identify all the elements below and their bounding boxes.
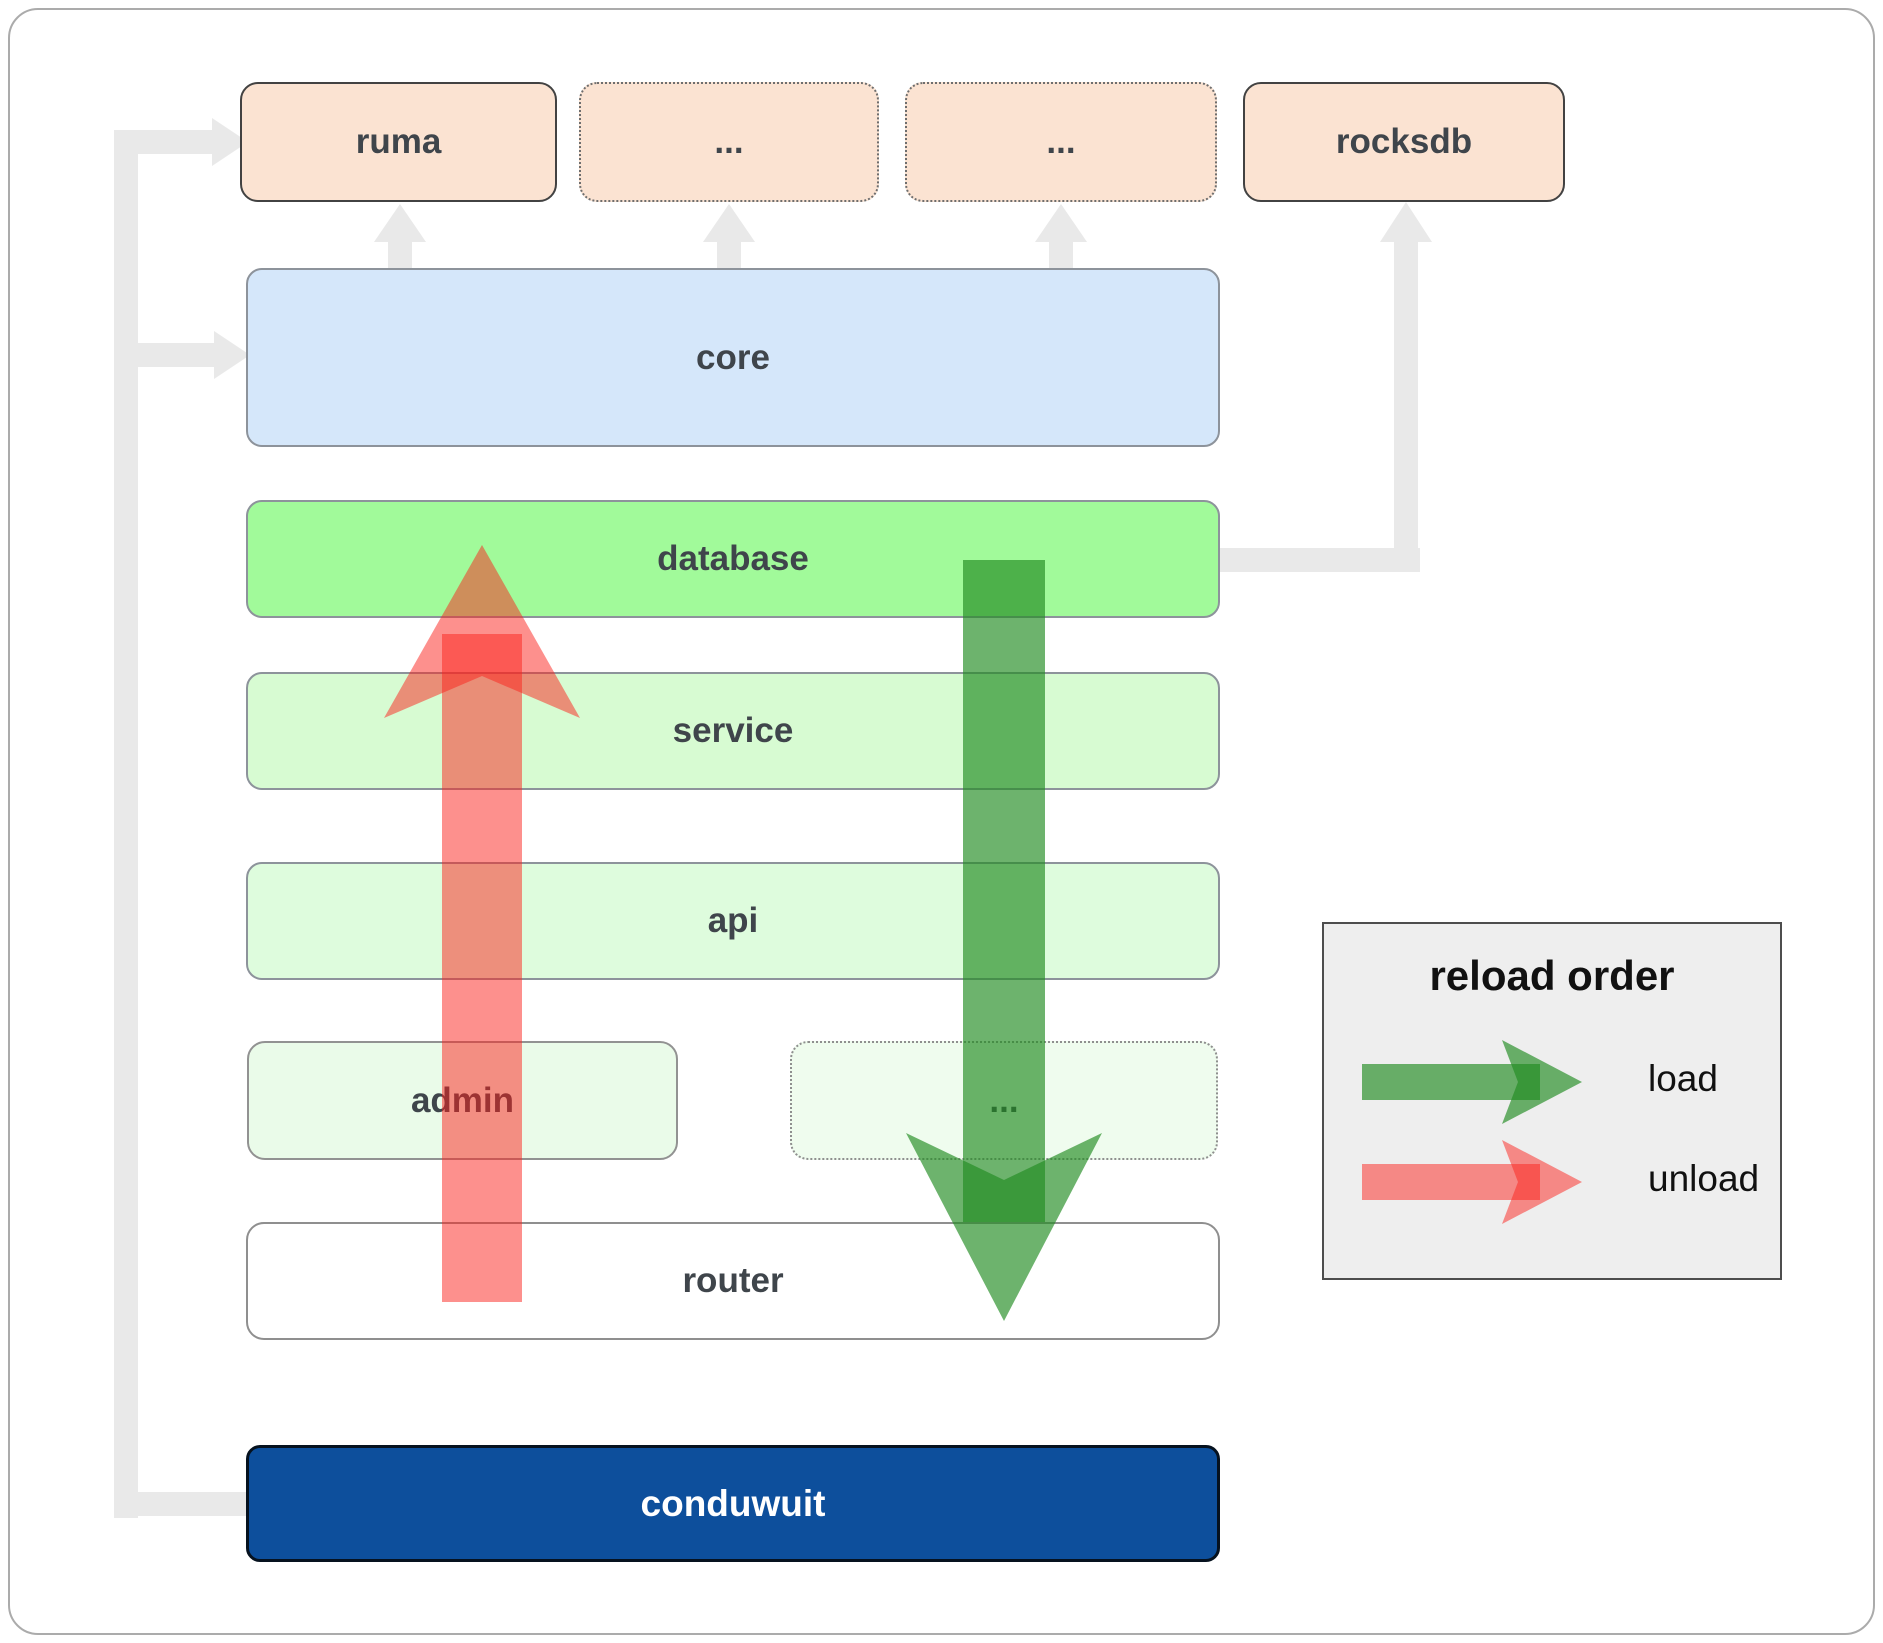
node-conduwuit-label: conduwuit — [640, 1482, 826, 1524]
node-rocksdb: rocksdb — [1243, 82, 1565, 202]
node-service-label: service — [672, 711, 794, 750]
stub-to-ellipsis-2-arrowhead-icon — [1035, 204, 1087, 242]
node-ellipsis-admin: ... — [790, 1041, 1218, 1160]
rocksdb-vertical-line — [1394, 236, 1418, 572]
node-admin: admin — [247, 1041, 678, 1160]
node-ruma-label: ruma — [355, 122, 442, 161]
left-vertical-line — [114, 130, 138, 1518]
core-branch-line — [114, 343, 216, 367]
stub-to-ruma-arrowhead-icon — [374, 204, 426, 242]
core-arrowhead-icon — [214, 331, 250, 379]
node-service: service — [246, 672, 1220, 790]
conduwuit-to-ruma-core-connector — [114, 118, 250, 1518]
node-database-label: database — [657, 539, 809, 578]
database-right-line — [1220, 548, 1420, 572]
stub-to-ruma — [388, 238, 412, 268]
legend-unload-label: unload — [1648, 1158, 1760, 1199]
stub-to-ellipsis-1 — [717, 238, 741, 268]
legend-load-label: load — [1648, 1058, 1718, 1099]
legend-title: reload order — [1429, 952, 1675, 999]
node-api-label: api — [707, 901, 759, 940]
node-rocksdb-label: rocksdb — [1335, 122, 1473, 161]
database-to-rocksdb-connector — [1220, 202, 1432, 572]
node-ellipsis-admin-label: ... — [989, 1080, 1019, 1120]
node-core-label: core — [696, 337, 770, 377]
node-admin-label: admin — [410, 1080, 515, 1120]
node-api: api — [246, 862, 1220, 980]
ruma-branch-line — [114, 130, 214, 154]
stub-to-ellipsis-1-arrowhead-icon — [703, 204, 755, 242]
node-router: router — [246, 1222, 1220, 1340]
stub-to-ellipsis-2 — [1049, 238, 1073, 268]
conduwuit-branch-line — [114, 1492, 250, 1516]
node-core: core — [246, 268, 1220, 447]
page-border — [8, 8, 1875, 1635]
legend-box: reload order — [1322, 922, 1782, 1280]
rocksdb-arrowhead-icon — [1380, 202, 1432, 242]
node-conduwuit: conduwuit — [246, 1445, 1220, 1562]
node-router-label: router — [682, 1261, 784, 1300]
node-ruma: ruma — [240, 82, 557, 202]
node-database: database — [246, 500, 1220, 618]
node-ellipsis-top-1-label: ... — [714, 122, 744, 161]
node-ellipsis-top-2-label: ... — [1046, 122, 1076, 161]
node-ellipsis-top-2: ... — [905, 82, 1217, 202]
core-to-top-row-stubs — [374, 204, 1087, 268]
node-ellipsis-top-1: ... — [579, 82, 879, 202]
